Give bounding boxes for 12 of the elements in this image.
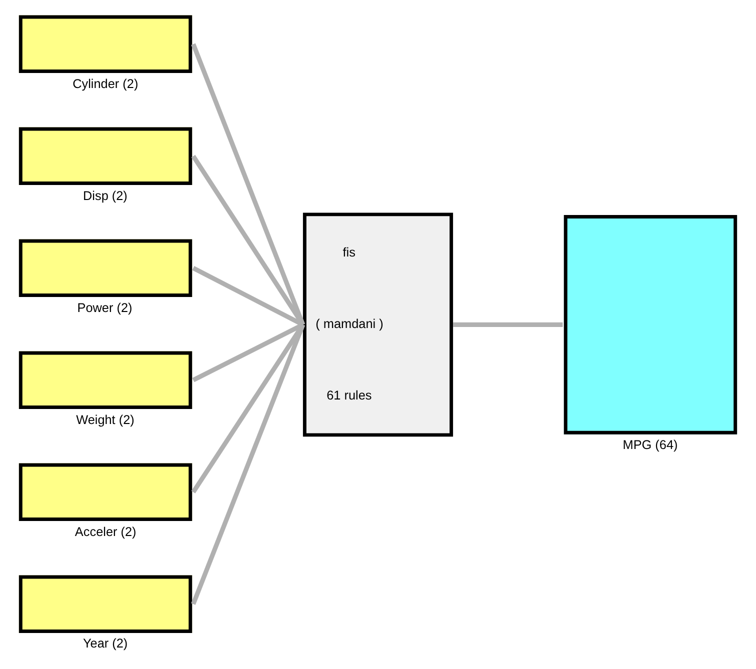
connector (191, 154, 305, 326)
connector (191, 323, 305, 494)
node-label: Year (2) (83, 636, 128, 651)
connector (191, 324, 306, 605)
node-label: Acceler (2) (74, 524, 136, 539)
node-label: MPG (64) (622, 438, 678, 452)
node-label: Cylinder (2) (72, 76, 138, 91)
node-label: Disp (2) (83, 188, 128, 203)
connector (191, 43, 306, 326)
node-label: Weight (2) (76, 412, 134, 427)
connector (453, 322, 563, 327)
node-label: Power (2) (77, 300, 132, 315)
